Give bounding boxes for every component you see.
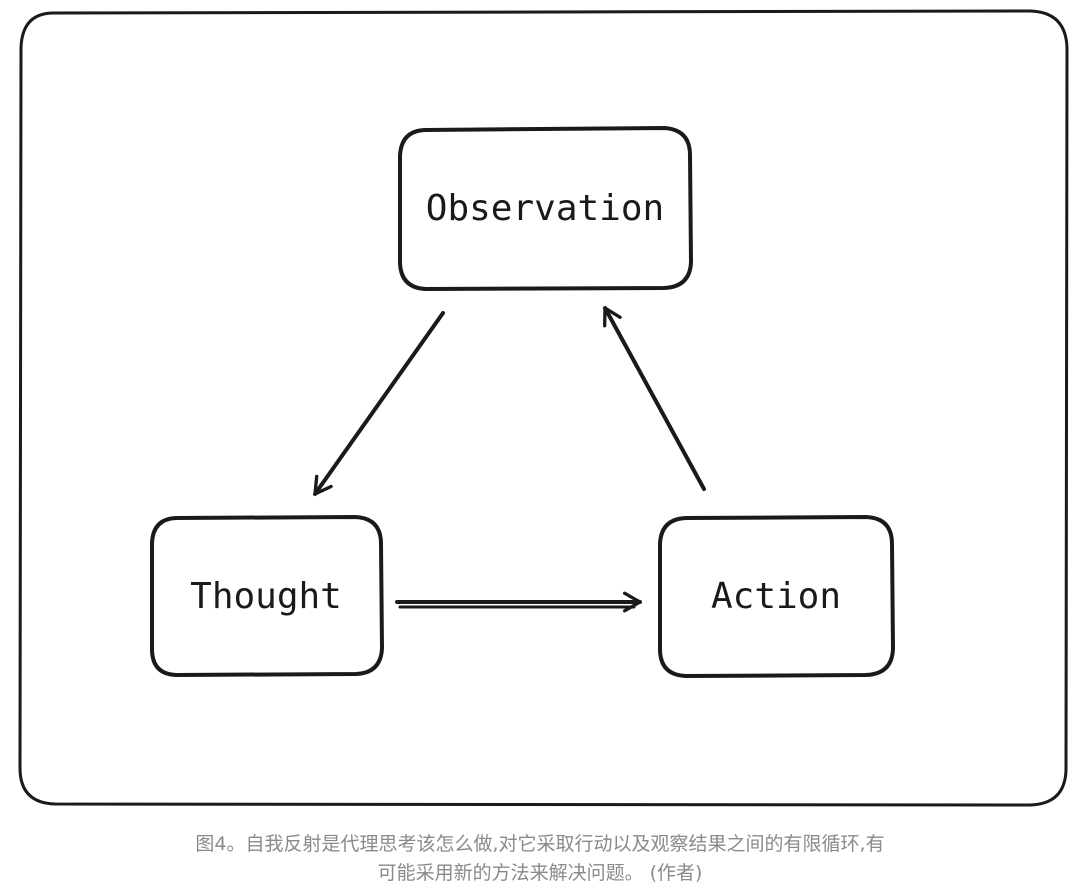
node-action-box (658, 514, 896, 679)
react-loop-diagram: Observation Thought Action (18, 9, 1069, 807)
node-thought-box (150, 514, 385, 678)
node-thought: Thought (150, 514, 385, 678)
node-observation: Observation (398, 125, 694, 292)
outer-frame (18, 9, 1069, 807)
figure-caption-line-1: 图4。自我反射是代理思考该怎么做,对它采取行动以及观察结果之间的有限循环,有 (195, 833, 885, 855)
node-action: Action (658, 514, 896, 679)
node-observation-label: Observation (426, 188, 664, 229)
arrow-observation-to-thought (313, 311, 445, 496)
node-observation-box (398, 125, 694, 292)
figure-caption-line-2: 可能采用新的方法来解决问题。 (作者) (377, 862, 703, 884)
arrow-action-to-observation (603, 306, 706, 491)
node-thought-label: Thought (190, 576, 342, 617)
figure-caption: 图4。自我反射是代理思考该怎么做,对它采取行动以及观察结果之间的有限循环,有 可… (0, 830, 1080, 888)
node-action-label: Action (711, 576, 841, 617)
